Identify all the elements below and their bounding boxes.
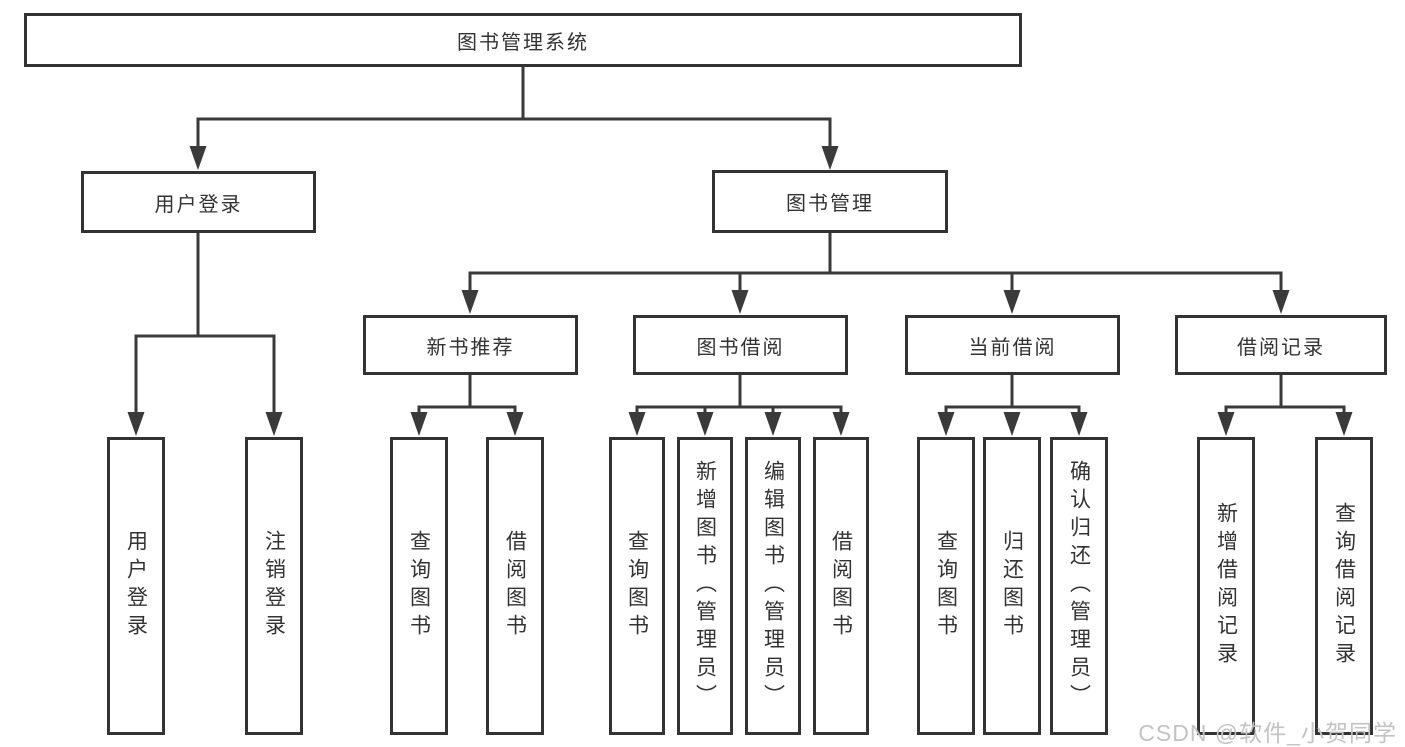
- node-current-borrowing: 当前借阅: [905, 315, 1120, 375]
- leaf-borrow-books: 借阅图书: [813, 437, 869, 735]
- connector-paths: [134, 67, 1346, 416]
- node-library-management-system: 图书管理系统: [24, 13, 1022, 67]
- node-user-login: 用户登录: [81, 171, 316, 233]
- arrowhead-icon: [696, 412, 714, 436]
- arrowhead-icon: [821, 146, 839, 170]
- arrowhead-icon: [937, 412, 955, 436]
- arrowhead-icon: [506, 412, 524, 436]
- leaf-logout: 注销登录: [245, 437, 303, 735]
- leaf-query-borrow-record: 查询借阅记录: [1315, 437, 1373, 735]
- leaf-confirm-return-admin: 确认归还（管理员）: [1050, 437, 1108, 735]
- leaf-return-books: 归还图书: [983, 437, 1041, 735]
- leaf-query-books-current: 查询图书: [917, 437, 975, 735]
- arrowhead-icon: [1003, 290, 1021, 314]
- csdn-watermark: CSDN @软件_小贺同学: [1138, 720, 1397, 746]
- arrowhead-icon: [410, 412, 428, 436]
- arrowhead-icon: [461, 290, 479, 314]
- leaf-edit-books-admin: 编辑图书（管理员）: [745, 437, 801, 735]
- arrowhead-icon: [628, 412, 646, 436]
- arrow-heads: [127, 146, 1353, 436]
- arrowhead-icon: [1272, 290, 1290, 314]
- arrowhead-icon: [1003, 412, 1021, 436]
- leaf-add-borrow-record: 新增借阅记录: [1197, 437, 1255, 735]
- arrowhead-icon: [189, 146, 207, 170]
- arrowhead-icon: [1335, 412, 1353, 436]
- arrowhead-icon: [265, 412, 283, 436]
- leaf-user-login: 用户登录: [107, 437, 165, 735]
- arrowhead-icon: [731, 290, 749, 314]
- leaf-query-books-recommend: 查询图书: [390, 437, 448, 735]
- node-book-borrowing: 图书借阅: [633, 315, 848, 375]
- leaf-add-books-admin: 新增图书（管理员）: [677, 437, 733, 735]
- arrowhead-icon: [764, 412, 782, 436]
- leaf-query-books-borrow: 查询图书: [609, 437, 665, 735]
- node-book-management: 图书管理: [712, 170, 948, 233]
- arrowhead-icon: [832, 412, 850, 436]
- arrowhead-icon: [1217, 412, 1235, 436]
- leaf-borrow-books-recommend: 借阅图书: [486, 437, 544, 735]
- node-new-book-recommendation: 新书推荐: [363, 315, 578, 375]
- arrowhead-icon: [127, 412, 145, 436]
- node-borrowing-records: 借阅记录: [1175, 315, 1387, 375]
- arrowhead-icon: [1070, 412, 1088, 436]
